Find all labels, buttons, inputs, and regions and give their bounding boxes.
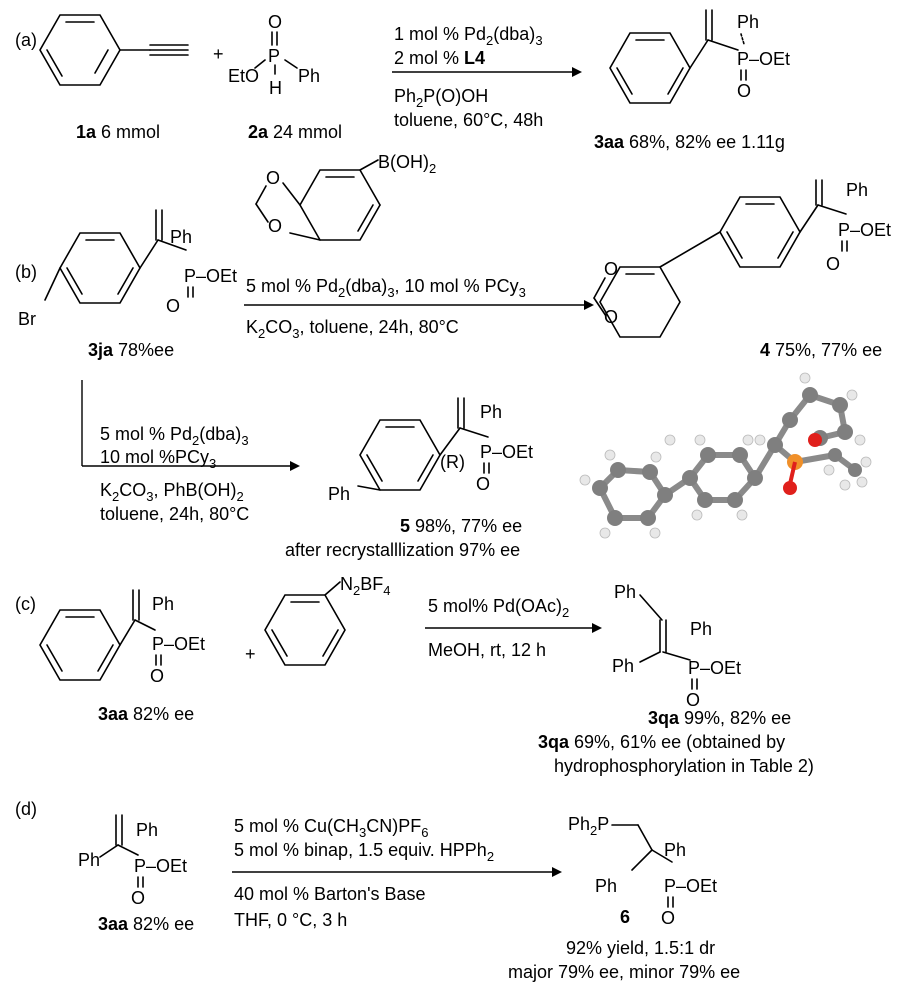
condition-solvent: MeOH, rt, 12 h [428, 640, 546, 660]
atom-ph: Ph [328, 484, 350, 504]
atom-ph: Ph [737, 12, 759, 32]
recrystallization-note: after recrystalllization 97% ee [285, 540, 520, 560]
product-6-structure: Ph2P Ph Ph P–OEt O [568, 814, 717, 928]
compound-3ja-label: 3ja 78%ee [88, 340, 174, 360]
atom-p-oet: P–OEt [134, 856, 187, 876]
phosphinate-structure: O P EtO Ph H [228, 12, 320, 98]
atom-p-oet: P–OEt [688, 658, 741, 678]
atom-h: H [269, 78, 282, 98]
atom-p-oet: P–OEt [184, 266, 237, 286]
stereo-descriptor: (R) [440, 452, 465, 472]
atom-o: O [476, 474, 490, 494]
condition-base: 40 mol % Barton's Base [234, 884, 426, 904]
atom-ph: Ph [664, 840, 686, 860]
atom-o: O [737, 81, 751, 101]
panel-d: (d) Ph Ph P–OEt O 3aa 82% ee 5 mol % Cu(… [15, 799, 740, 982]
condition-additive: Ph2P(O)OH [394, 86, 488, 110]
product-6-ee: major 79% ee, minor 79% ee [508, 962, 740, 982]
atom-o: O [268, 12, 282, 32]
panel-c-label: (c) [15, 594, 36, 614]
compound-2a: 2a 24 mmol [248, 122, 342, 142]
product-5-label: 5 98%, 77% ee [400, 516, 522, 536]
atom-p: P [268, 46, 280, 66]
atom-p-oet: P–OEt [737, 49, 790, 69]
atom-o: O [661, 908, 675, 928]
compound-1a: 1a 6 mmol [76, 122, 160, 142]
atom-o: O [604, 307, 618, 327]
atom-o: O [268, 216, 282, 236]
condition-catalyst-2: 5 mol % Pd2(dba)3 [100, 424, 249, 448]
compound-3aa-structure: Ph P–OEt O [39, 589, 205, 686]
atom-o: O [604, 259, 618, 279]
atom-o: O [266, 168, 280, 188]
condition-ligand: 2 mol % L4 [394, 48, 485, 68]
atom-o: O [686, 690, 700, 710]
atom-p-oet: P–OEt [664, 876, 717, 896]
condition-catalyst: 5 mol% Pd(OAc)2 [428, 596, 569, 620]
product-4-label: 4 75%, 77% ee [760, 340, 882, 360]
atom-ph: Ph [480, 402, 502, 422]
atom-ph: Ph [595, 876, 617, 896]
product-3qa-note-line2: hydrophosphorylation in Table 2) [554, 756, 814, 776]
atom-ph: Ph [136, 820, 158, 840]
atom-br: Br [18, 309, 36, 329]
panel-a-label: (a) [15, 30, 37, 50]
atom-p-oet: P–OEt [480, 442, 533, 462]
condition-solvent: toluene, 60°C, 48h [394, 110, 543, 130]
product-6-yield: 92% yield, 1.5:1 dr [566, 938, 715, 958]
product-5-structure: Ph Ph P–OEt (R) O [328, 397, 533, 504]
product-6-label: 6 [620, 907, 630, 927]
atom-eto: EtO [228, 66, 259, 86]
compound-3ja-structure: Br Ph P–OEt O [18, 209, 237, 329]
atom-p-oet: P–OEt [838, 220, 891, 240]
product-3aa-structure: Ph P–OEt O [609, 9, 790, 104]
plus-sign: + [213, 44, 224, 64]
crystal-structure-model [579, 372, 872, 539]
atom-boh2: B(OH)2 [378, 152, 436, 176]
compound-3aa-label: 3aa 82% ee [98, 914, 194, 934]
atom-ph2p: Ph2P [568, 814, 609, 838]
atom-ph: Ph [78, 850, 100, 870]
plus-sign: + [245, 644, 256, 664]
boronic-acid-structure: B(OH)2 O O [255, 152, 436, 241]
atom-o: O [150, 666, 164, 686]
compound-3aa-label: 3aa 82% ee [98, 704, 194, 724]
atom-ph: Ph [612, 656, 634, 676]
atom-ph: Ph [170, 227, 192, 247]
atom-n2bf4: N2BF4 [340, 574, 390, 598]
product-4-structure: O O Ph P–OEt O [593, 179, 891, 338]
condition-ligand-2: 10 mol %PCy3 [100, 447, 216, 471]
panel-a: (a) + O P EtO Ph H 1 mo [15, 9, 790, 152]
condition-ligand-reagent: 5 mol % binap, 1.5 equiv. HPPh2 [234, 840, 494, 864]
atom-p-oet: P–OEt [152, 634, 205, 654]
panel-b-label: (b) [15, 262, 37, 282]
atom-ph: Ph [152, 594, 174, 614]
diazonium-structure: N2BF4 [264, 574, 390, 666]
atom-o: O [166, 296, 180, 316]
atom-o: O [826, 254, 840, 274]
condition-catalyst: 5 mol % Pd2(dba)3, 10 mol % PCy3 [246, 276, 526, 300]
product-3qa-label: 3qa 99%, 82% ee [648, 708, 791, 728]
atom-ph: Ph [846, 180, 868, 200]
condition-base-solvent: K2CO3, toluene, 24h, 80°C [246, 317, 459, 341]
atom-ph: Ph [614, 582, 636, 602]
condition-base-2: K2CO3, PhB(OH)2 [100, 480, 244, 504]
product-3qa-structure: Ph Ph Ph P–OEt O [612, 582, 741, 710]
compound-3aa-structure: Ph Ph P–OEt O [78, 814, 187, 908]
phenylacetylene-structure [39, 14, 189, 86]
product-3qa-note: 3qa 69%, 61% ee (obtained by [538, 732, 785, 752]
condition-catalyst: 1 mol % Pd2(dba)3 [394, 24, 543, 48]
atom-ph: Ph [298, 66, 320, 86]
atom-o: O [131, 888, 145, 908]
condition-catalyst: 5 mol % Cu(CH3CN)PF6 [234, 816, 429, 840]
panel-c: (c) Ph P–OEt O 3aa 82% ee + N2BF4 [15, 574, 814, 776]
product-3aa-label: 3aa 68%, 82% ee 1.11g [594, 132, 785, 152]
condition-solvent-2: toluene, 24h, 80°C [100, 504, 249, 524]
condition-solvent: THF, 0 °C, 3 h [234, 910, 347, 930]
atom-ph: Ph [690, 619, 712, 639]
panel-d-label: (d) [15, 799, 37, 819]
panel-b: (b) Br Ph P–OEt O 3ja 78%ee [15, 152, 891, 560]
